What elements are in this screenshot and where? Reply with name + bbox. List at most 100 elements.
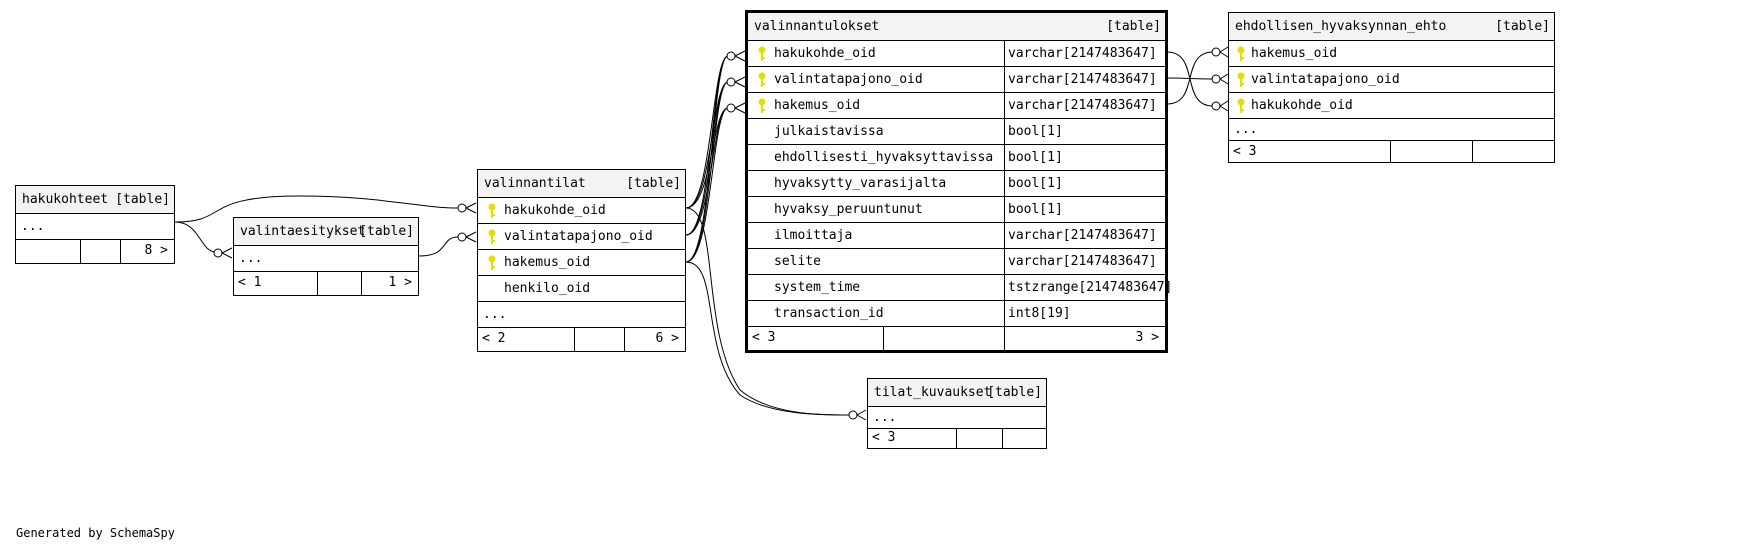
edge-valintaesitykset-valinnantilat bbox=[418, 236, 459, 257]
column-row: ilmoittaja varchar[2147483647] bbox=[748, 223, 1165, 249]
column-name: julkaistavissa bbox=[774, 124, 884, 139]
column-row: valintatapajono_oid varchar[2147483647] bbox=[748, 67, 1165, 93]
generator-caption: Generated by SchemaSpy bbox=[16, 526, 175, 540]
table-valinnantulokset[interactable]: valinnantulokset [table] hakukohde_oid v… bbox=[745, 10, 1172, 353]
table-type-tag: [table] bbox=[1106, 19, 1161, 34]
edge-vt-vtu-8 bbox=[685, 81, 729, 263]
column-type: bool[1] bbox=[1004, 145, 1063, 171]
edge-vt-vtu-5 bbox=[685, 81, 729, 236]
column-type: varchar[2147483647] bbox=[1004, 249, 1157, 275]
column-type: bool[1] bbox=[1004, 119, 1063, 145]
edge-vt-vtu-1 bbox=[685, 55, 729, 209]
column-name: hakukohde_oid bbox=[774, 46, 876, 61]
table-hakukohteet[interactable]: hakukohteet [table] ... 8 > bbox=[15, 185, 175, 264]
column-name: henkilo_oid bbox=[504, 281, 591, 296]
table-type-tag: [table] bbox=[1495, 19, 1550, 34]
edge-vtu-ehto-3 bbox=[1166, 51, 1214, 105]
edge-vt-vtu-2 bbox=[685, 81, 729, 209]
parent-count[interactable]: < 3 bbox=[872, 430, 896, 445]
column-name: system_time bbox=[774, 280, 861, 295]
more-columns-row: ... bbox=[1229, 119, 1554, 141]
more-columns-row: ... bbox=[16, 214, 174, 240]
column-row: henkilo_oid bbox=[478, 276, 685, 302]
more-columns-row: ... bbox=[868, 407, 1046, 429]
table-footer: < 2 6 > bbox=[478, 328, 685, 351]
column-name: selite bbox=[774, 254, 821, 269]
column-row: hakemus_oid bbox=[1229, 41, 1554, 67]
parent-count[interactable]: < 3 bbox=[752, 330, 776, 345]
column-name: hyvaksytty_varasijalta bbox=[774, 176, 947, 191]
column-name: valintatapajono_oid bbox=[504, 229, 653, 244]
column-row: hakukohde_oid bbox=[1229, 93, 1554, 119]
primary-key-icon bbox=[1237, 46, 1245, 61]
table-type-tag: [table] bbox=[359, 224, 414, 239]
column-name: ilmoittaja bbox=[774, 228, 853, 243]
column-type: varchar[2147483647] bbox=[1004, 67, 1157, 93]
table-type-tag: [table] bbox=[626, 176, 681, 191]
table-footer: < 3 3 > bbox=[748, 327, 1165, 350]
column-row: hakemus_oid bbox=[478, 250, 685, 276]
child-count[interactable]: 6 > bbox=[655, 331, 679, 346]
table-footer: < 3 bbox=[1229, 141, 1554, 162]
table-footer: < 1 1 > bbox=[234, 272, 418, 295]
primary-key-icon bbox=[758, 98, 766, 113]
edge-vt-vtu-3 bbox=[685, 107, 729, 209]
column-name: transaction_id bbox=[774, 306, 884, 321]
table-footer: < 3 bbox=[868, 429, 1046, 448]
primary-key-icon bbox=[1237, 72, 1245, 87]
table-name: valinnantilat bbox=[484, 176, 586, 191]
edge-vt-vtu-9 bbox=[685, 107, 729, 263]
column-name: hakemus_oid bbox=[1251, 46, 1338, 61]
more-ellipsis: ... bbox=[1234, 122, 1258, 137]
column-row: transaction_id int8[19] bbox=[748, 301, 1165, 327]
table-name: ehdollisen_hyvaksynnan_ehto bbox=[1235, 19, 1447, 34]
table-header: tilat_kuvaukset [table] bbox=[868, 379, 1046, 407]
column-name: hakemus_oid bbox=[504, 255, 591, 270]
more-ellipsis: ... bbox=[873, 410, 897, 425]
parent-count[interactable]: < 1 bbox=[238, 275, 262, 290]
table-name: valintaesitykset bbox=[240, 224, 366, 239]
table-footer: 8 > bbox=[16, 240, 174, 263]
column-row: selite varchar[2147483647] bbox=[748, 249, 1165, 275]
column-row: valintatapajono_oid bbox=[1229, 67, 1554, 93]
column-name: hakukohde_oid bbox=[504, 203, 606, 218]
table-type-tag: [table] bbox=[987, 385, 1042, 400]
more-ellipsis: ... bbox=[483, 307, 507, 322]
table-header: valinnantulokset [table] bbox=[748, 13, 1165, 41]
table-valintaesitykset[interactable]: valintaesitykset [table] ... < 1 1 > bbox=[233, 217, 419, 296]
primary-key-icon bbox=[758, 46, 766, 61]
parent-count[interactable]: < 2 bbox=[482, 331, 506, 346]
column-type: varchar[2147483647] bbox=[1004, 41, 1157, 67]
column-row: hakemus_oid varchar[2147483647] bbox=[748, 93, 1165, 119]
primary-key-icon bbox=[488, 229, 496, 244]
edge-vtu-ehto-1 bbox=[1166, 51, 1214, 107]
column-type: bool[1] bbox=[1004, 171, 1063, 197]
more-ellipsis: ... bbox=[21, 219, 45, 234]
parent-count[interactable]: < 3 bbox=[1233, 144, 1257, 159]
primary-key-icon bbox=[1237, 98, 1245, 113]
column-name: hakukohde_oid bbox=[1251, 98, 1353, 113]
child-count[interactable]: 1 > bbox=[388, 275, 412, 290]
table-header: valinnantilat [table] bbox=[478, 170, 685, 198]
edge-hakukohteet-valintaesitykset bbox=[174, 221, 217, 253]
column-type: varchar[2147483647] bbox=[1004, 223, 1157, 249]
table-type-tag: [table] bbox=[115, 192, 170, 207]
child-count[interactable]: 3 > bbox=[1135, 330, 1159, 345]
table-ehdollisen-hyvaksynnan-ehto[interactable]: ehdollisen_hyvaksynnan_ehto [table] hake… bbox=[1228, 12, 1555, 163]
edge-vtu-ehto-2 bbox=[1166, 77, 1214, 80]
primary-key-icon bbox=[758, 72, 766, 87]
edge-vt-vtu-4 bbox=[685, 55, 729, 236]
column-name: valintatapajono_oid bbox=[1251, 72, 1400, 87]
table-name: hakukohteet bbox=[22, 192, 109, 207]
child-count[interactable]: 8 > bbox=[144, 243, 168, 258]
edge-vt-vtu-7 bbox=[685, 55, 729, 263]
table-tilat-kuvaukset[interactable]: tilat_kuvaukset [table] ... < 3 bbox=[867, 378, 1047, 449]
table-valinnantilat[interactable]: valinnantilat [table] hakukohde_oid vali… bbox=[477, 169, 686, 352]
column-type: bool[1] bbox=[1004, 197, 1063, 223]
column-row: system_time tstzrange[2147483647] bbox=[748, 275, 1172, 301]
column-row: hyvaksytty_varasijalta bool[1] bbox=[748, 171, 1165, 197]
table-header: hakukohteet [table] bbox=[16, 186, 174, 214]
column-row: valintatapajono_oid bbox=[478, 224, 685, 250]
column-row: hakukohde_oid varchar[2147483647] bbox=[748, 41, 1165, 67]
more-columns-row: ... bbox=[478, 302, 685, 328]
